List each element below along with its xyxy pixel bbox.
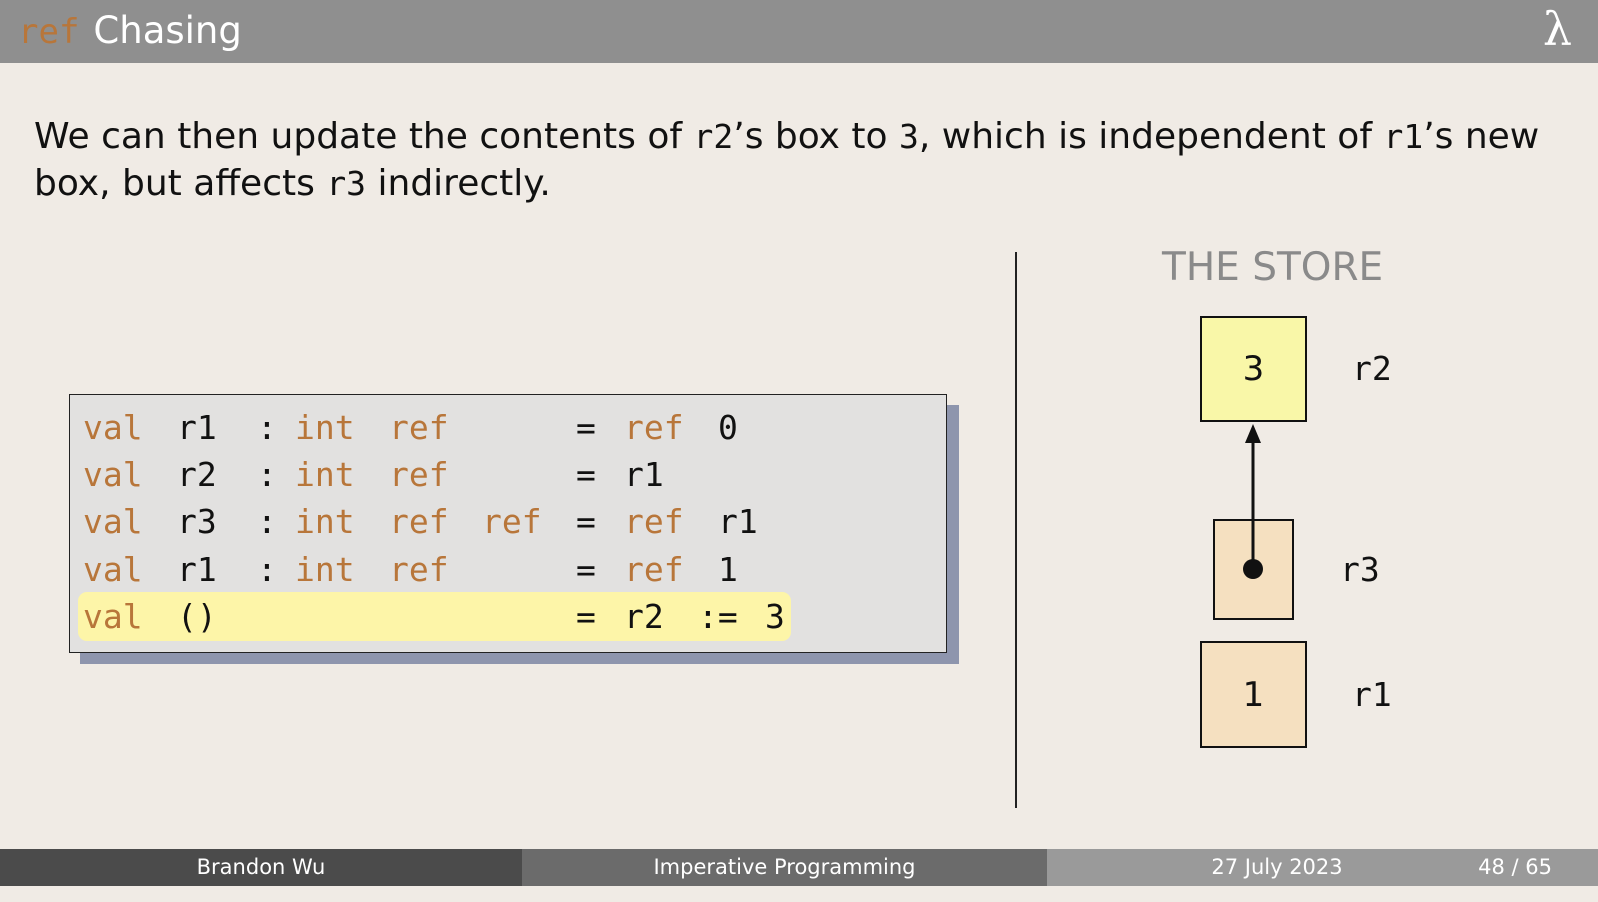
code-token-t1: int [295,455,355,494]
intro-text-3: , which is independent of [918,116,1384,157]
code-token-r3: := [698,597,738,636]
store-cell-r2: 3 [1200,316,1307,422]
footer: Brandon Wu Imperative Programming 27 Jul… [0,849,1598,902]
code-token-val: val [83,502,143,541]
arrowhead-icon [1245,424,1261,443]
code-token-name: r3 [177,502,217,541]
title-keyword: ref [18,12,80,52]
intro-code-3: 3 [899,117,919,156]
code-token-r1: r1 [624,455,664,494]
code-token-t3: ref [482,502,542,541]
code-token-name: r1 [177,408,217,447]
pointer-dot-icon [1243,559,1263,579]
code-token-eq: = [576,408,596,447]
code-token-r2: r1 [718,502,758,541]
code-token-name: () [177,597,217,636]
store-label-r1: r1 [1352,675,1392,714]
code-token-colon: : [257,408,277,447]
code-token-r1: ref [624,408,684,447]
lambda-logo-icon: λ [1542,2,1572,56]
code-token-r1: r2 [624,597,664,636]
code-token-val: val [83,408,143,447]
code-token-eq: = [576,550,596,589]
slide-title: ref Chasing [18,9,242,52]
code-token-eq: = [576,502,596,541]
intro-code-r2: r2 [693,117,734,156]
code-token-t1: int [295,550,355,589]
intro-code-r1: r1 [1383,117,1424,156]
store-title: THE STORE [1162,245,1384,290]
footer-date: 27 July 2023 [1211,855,1343,879]
code-token-colon: : [257,502,277,541]
code-token-t1: int [295,502,355,541]
code-token-r1: ref [624,550,684,589]
code-token-t1: int [295,408,355,447]
code-token-val: val [83,455,143,494]
intro-text-4: ’s new box, but affects [34,116,1540,204]
intro-text-1: We can then update the contents of [34,116,694,157]
footer-date-cell: 27 July 2023 48 / 65 [1047,849,1598,886]
intro-text-5: indirectly. [366,163,551,204]
code-token-val: val [83,550,143,589]
code-token-eq: = [576,597,596,636]
intro-text-2: ’s box to [733,116,900,157]
code-token-t2: ref [389,502,449,541]
code-token-r2: 1 [718,550,738,589]
store-label-r3: r3 [1340,550,1380,589]
code-token-r2: 0 [718,408,738,447]
code-token-t2: ref [389,408,449,447]
footer-bottom-strip [0,886,1598,902]
store-cell-value: 3 [1242,349,1265,389]
code-token-eq: = [576,455,596,494]
store-cell-r1: 1 [1200,641,1307,748]
header-bar: ref Chasing λ [0,0,1598,63]
intro-code-r3: r3 [326,164,367,203]
code-token-colon: : [257,455,277,494]
code-token-r1: ref [624,502,684,541]
code-token-t2: ref [389,455,449,494]
code-token-name: r1 [177,550,217,589]
vertical-divider [1015,252,1017,808]
code-token-colon: : [257,550,277,589]
code-token-name: r2 [177,455,217,494]
code-token-t2: ref [389,550,449,589]
store-cell-value: 1 [1242,674,1265,715]
code-line-highlight [78,592,791,641]
intro-paragraph: We can then update the contents of r2’s … [34,113,1574,207]
footer-author: Brandon Wu [0,849,522,886]
code-token-r4: 3 [765,597,785,636]
store-label-r2: r2 [1352,349,1392,388]
footer-topic: Imperative Programming [522,849,1047,886]
code-token-val: val [83,597,143,636]
title-text: Chasing [93,9,242,52]
page-number: 48 / 65 [1478,855,1552,879]
